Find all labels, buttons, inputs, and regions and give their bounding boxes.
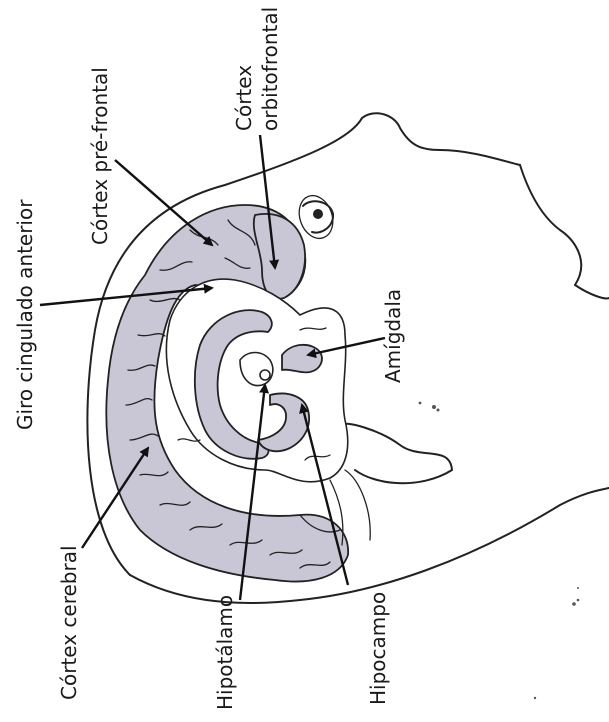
label-cortex-orbitofrontal-2: orbitofrontal — [258, 7, 282, 131]
label-amigdala: Amígdala — [381, 289, 405, 383]
label-cortex-orbitofrontal-1: Córtex — [232, 65, 256, 131]
label-cortex-pre-frontal: Córtex pré-frontal — [88, 67, 112, 245]
label-hipotalamo: Hipotálamo — [213, 595, 237, 710]
label-giro-cingulado: Giro cingulado anterior — [13, 199, 37, 430]
label-hipocampo: Hipocampo — [366, 592, 390, 705]
label-cortex-cerebral: Córtex cerebral — [57, 545, 81, 700]
pointer-cortex-pre-frontal — [115, 160, 212, 245]
specks — [419, 402, 580, 700]
